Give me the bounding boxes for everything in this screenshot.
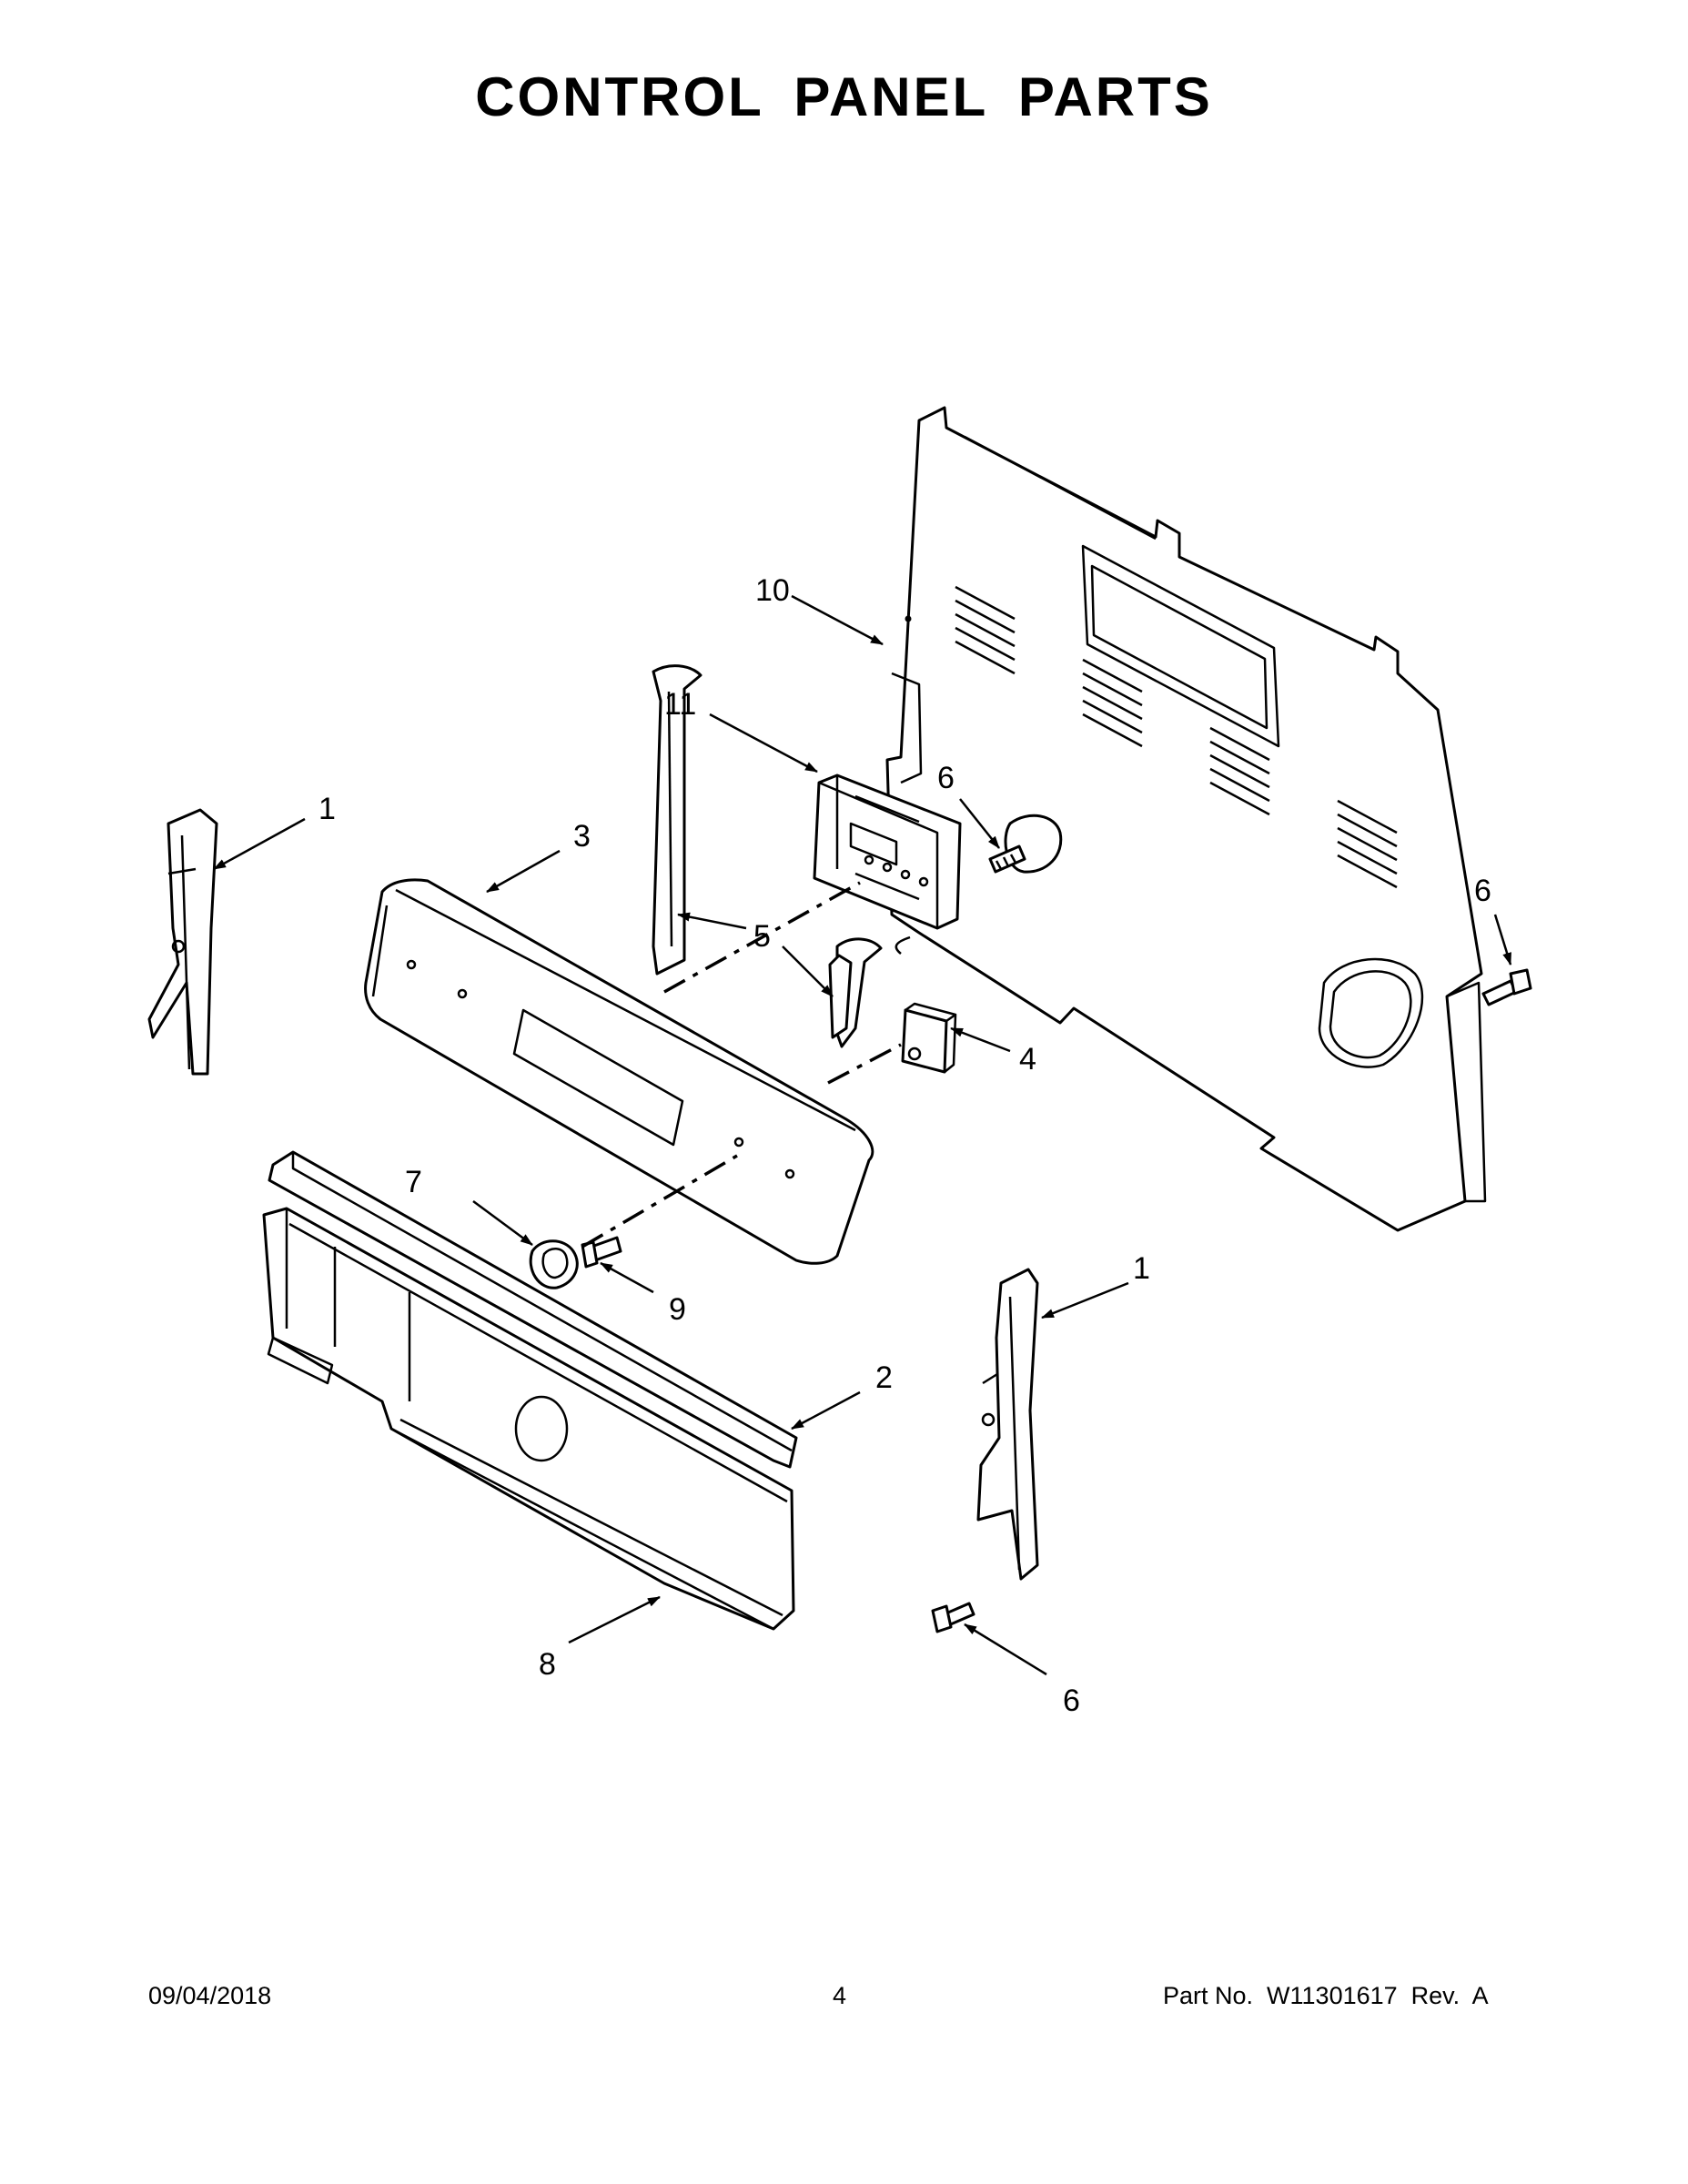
electronic-control-part-11: [813, 774, 962, 930]
callout-4: 4: [1019, 1042, 1036, 1077]
rail-bracket-part-2: [268, 1150, 798, 1469]
callout-6-bottom: 6: [1063, 1684, 1080, 1718]
callout-3: 3: [573, 819, 591, 854]
footer-date: 09/04/2018: [148, 1982, 272, 2009]
callout-6-top: 6: [937, 761, 955, 795]
control-panel-part-3: [364, 878, 874, 1265]
screw-part-6-right: [1481, 968, 1532, 1006]
callout-7: 7: [405, 1165, 422, 1199]
screw-part-6-bottom: [931, 1602, 975, 1633]
end-cap-part-5-right: [828, 937, 883, 1048]
callout-11: 11: [664, 687, 696, 722]
footer-part-number: Part No. W11301617 Rev. A: [1163, 1982, 1489, 2009]
callout-1-right: 1: [1133, 1251, 1150, 1286]
control-panel-back-part-10: [885, 406, 1487, 1232]
screw-part-6-top: [988, 844, 1026, 874]
vent-slots: [955, 585, 1398, 889]
callout-9: 9: [669, 1292, 686, 1327]
callout-2: 2: [875, 1360, 893, 1395]
knob-part-7: [529, 1239, 579, 1289]
side-bracket-part-1-right: [976, 1268, 1039, 1581]
shield-part-8: [262, 1207, 795, 1631]
switch-part-4: [901, 1002, 957, 1074]
callout-5: 5: [753, 919, 771, 954]
callout-6-right: 6: [1474, 874, 1491, 908]
callout-1-left: 1: [318, 792, 336, 826]
footer-page-number: 4: [833, 1982, 847, 2009]
assembly-lines: [581, 881, 911, 1249]
page-title: CONTROL PANEL PARTS: [475, 66, 1213, 127]
callout-10: 10: [755, 573, 790, 608]
end-cap-part-5-left: [652, 664, 702, 976]
callout-8: 8: [539, 1647, 556, 1682]
side-bracket-part-1-left: [147, 808, 218, 1076]
leader-arrows: [213, 594, 1512, 1676]
